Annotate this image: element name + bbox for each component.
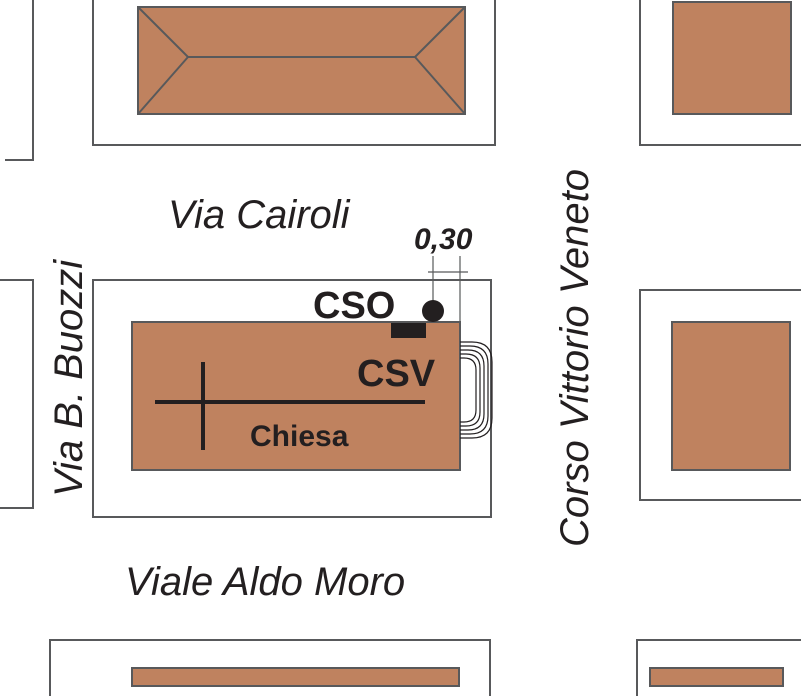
street-corso-vittorio-veneto: Corso Vittorio Veneto <box>553 169 597 547</box>
circle-marker-icon <box>422 300 444 322</box>
block-outline-bottom-center <box>49 639 491 696</box>
block-outline-right <box>639 289 801 501</box>
cross-icon <box>155 362 425 450</box>
distance-dimension <box>428 256 468 322</box>
building-right <box>671 321 791 471</box>
distance-label: 0,30 <box>414 223 473 256</box>
csv-label: CSV <box>357 353 436 395</box>
church-lot-outline <box>92 279 492 518</box>
street-viale-aldo-moro: Viale Aldo Moro <box>125 560 405 604</box>
roof-lines-lower <box>137 56 189 115</box>
stairs-icon <box>460 341 493 439</box>
roof-lines-lower-right <box>414 56 466 115</box>
building-top-center <box>137 6 466 115</box>
block-outline-bottom-right <box>636 639 801 696</box>
block-outline-top-left <box>5 0 34 161</box>
building-bottom-right <box>649 667 784 687</box>
chiesa-label: Chiesa <box>250 420 349 453</box>
building-bottom-center <box>131 667 460 687</box>
building-top-right <box>672 1 792 115</box>
street-via-cairoli: Via Cairoli <box>168 193 351 237</box>
street-via-buozzi: Via B. Buozzi <box>47 259 91 497</box>
church-building <box>131 321 461 471</box>
block-outline-left <box>0 279 34 509</box>
buildings <box>131 1 792 687</box>
rectangle-marker-icon <box>391 323 426 338</box>
block-outline-top-center <box>92 0 496 146</box>
block-outline-top-right <box>639 0 801 146</box>
roof-lines <box>137 6 466 58</box>
cso-label: CSO <box>313 285 395 327</box>
